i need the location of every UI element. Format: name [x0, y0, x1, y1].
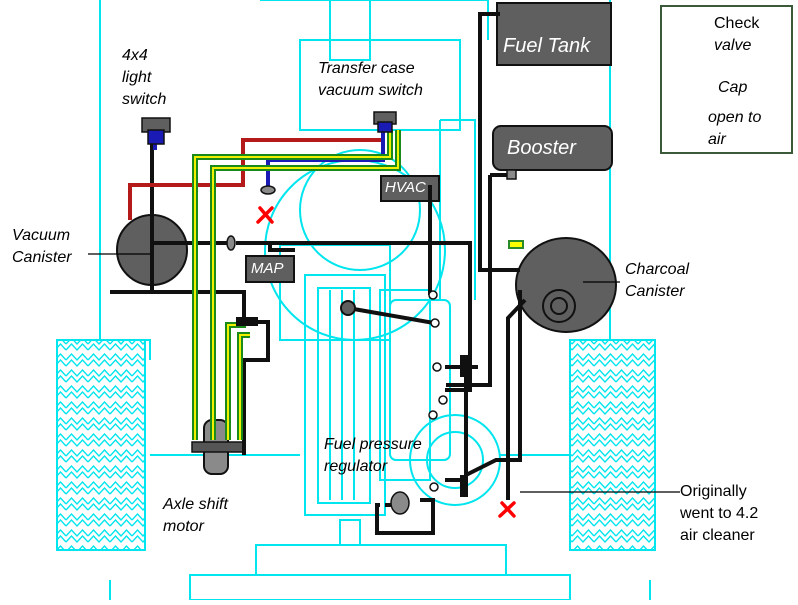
- engine-ports: [428, 290, 448, 492]
- originally-note: Originally went to 4.2 air cleaner: [680, 483, 759, 544]
- charcoal-canister-label: Charcoal Canister: [625, 261, 690, 300]
- map-sensor: [245, 255, 295, 283]
- cap-icon: [506, 169, 524, 249]
- fuel-pressure-label: Fuel pressure regulator: [324, 436, 422, 475]
- left-tire: [56, 339, 146, 551]
- vehicle-outline: [99, 0, 651, 601]
- legend: Check valve Cap open to air: [660, 5, 793, 154]
- red-line: [128, 138, 383, 220]
- axle-shift-label: Axle shift motor: [163, 496, 228, 535]
- check-valve-icon: [226, 185, 410, 515]
- transfer-case-label: Transfer case vacuum switch: [318, 60, 423, 99]
- map-label: MAP: [251, 260, 284, 277]
- transfer-case-switch: [373, 111, 397, 133]
- light-switch-label: 4x4 light switch: [122, 47, 167, 108]
- booster-label: Booster: [507, 137, 576, 159]
- tee-fittings: [236, 300, 468, 497]
- light-switch-connector: [141, 117, 171, 145]
- charcoal-canister: [515, 237, 617, 333]
- fuel-tank: [496, 2, 612, 66]
- leader-lines: [88, 253, 680, 493]
- axle-shift-motor: [191, 419, 245, 475]
- vacuum-hoses: [110, 12, 527, 535]
- x-mark-icon: [256, 206, 516, 518]
- vacuum-canister-label: Vacuum Canister: [12, 227, 72, 266]
- legend-cap-label: Cap: [718, 79, 748, 96]
- right-tire: [569, 339, 656, 551]
- legend-check-valve-label: Check valve: [714, 15, 760, 54]
- hvac-label: HVAC: [385, 179, 426, 196]
- booster: [492, 125, 613, 171]
- fuel-tank-label: Fuel Tank: [503, 35, 591, 57]
- legend-open-label: open to air: [708, 109, 762, 148]
- green-yellow-lines: [192, 130, 401, 440]
